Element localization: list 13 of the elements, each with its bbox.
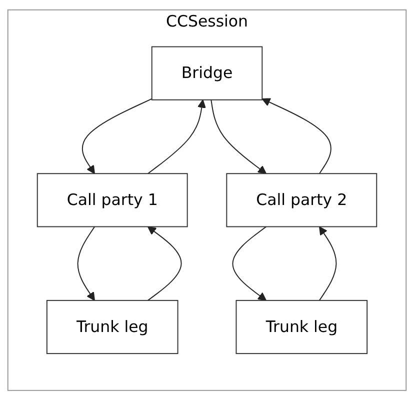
arrow bbox=[262, 98, 332, 174]
node-box: Bridge bbox=[151, 46, 263, 101]
arrow bbox=[82, 98, 152, 174]
node-box: Trunk leg bbox=[236, 300, 368, 354]
arrow bbox=[232, 226, 267, 302]
arrow bbox=[318, 226, 337, 302]
arrow bbox=[147, 226, 182, 302]
arrow bbox=[210, 100, 267, 174]
arrow bbox=[147, 100, 206, 174]
node-box: Trunk leg bbox=[46, 300, 178, 354]
node-box: Call party 2 bbox=[226, 173, 378, 228]
arrow bbox=[77, 226, 96, 302]
node-box: Call party 1 bbox=[36, 173, 188, 228]
